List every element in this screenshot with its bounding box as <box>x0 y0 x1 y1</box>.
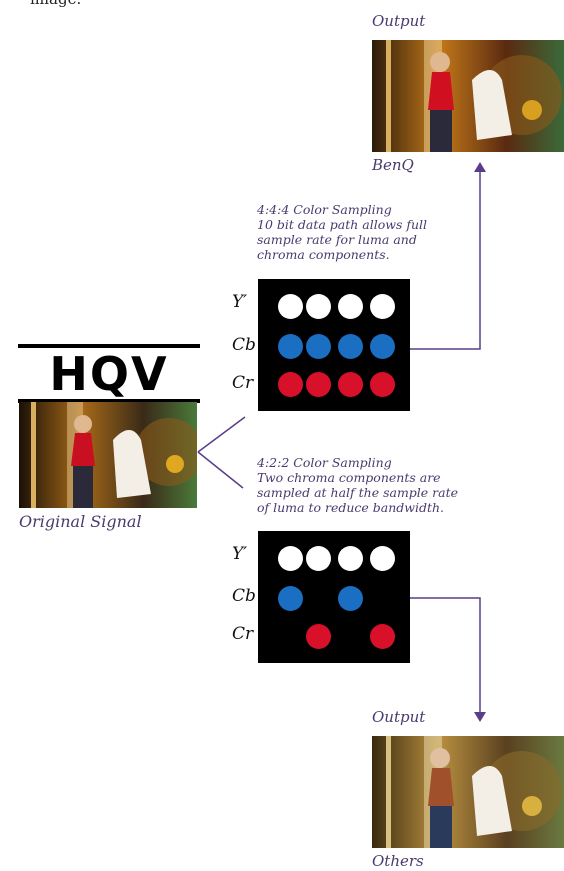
output-top-image <box>372 40 564 152</box>
output-bottom-caption: Others <box>372 852 424 870</box>
top-text-fragment: image. <box>30 0 81 8</box>
row-label-cr: Cr <box>232 373 254 393</box>
luma-sample-dot <box>338 294 363 319</box>
luma-sample-dot <box>306 546 331 571</box>
cb-sample-dot <box>338 334 363 359</box>
luma-sample-dot <box>306 294 331 319</box>
cb-sample-dot <box>278 586 303 611</box>
output-top-caption: BenQ <box>372 156 414 174</box>
arrow-down-icon <box>474 712 486 722</box>
connector-422-to-output <box>410 597 481 712</box>
cb-sample-dot <box>306 334 331 359</box>
cr-sample-dot <box>370 624 395 649</box>
luma-sample-dot <box>370 546 395 571</box>
row-label-y: Y′ <box>232 292 248 312</box>
luma-sample-dot <box>338 546 363 571</box>
sampling-422-panel <box>258 531 410 663</box>
sampling-444-line: chroma components. <box>257 247 390 262</box>
connector-to-422 <box>197 451 244 489</box>
hqv-logo: HQV <box>18 344 200 403</box>
output-bottom-heading: Output <box>372 708 426 726</box>
cr-sample-dot <box>306 624 331 649</box>
sampling-422-line: Two chroma components are <box>257 470 441 485</box>
output-bottom-image <box>372 736 564 848</box>
original-signal-caption: Original Signal <box>19 512 142 531</box>
cr-sample-dot <box>370 372 395 397</box>
luma-sample-dot <box>278 546 303 571</box>
sampling-444-title: 4:4:4 Color Sampling <box>257 202 392 217</box>
sampling-444-line: sample rate for luma and <box>257 232 417 247</box>
luma-sample-dot <box>370 294 395 319</box>
luma-sample-dot <box>278 294 303 319</box>
connector-to-444 <box>197 416 246 453</box>
cb-sample-dot <box>370 334 395 359</box>
cb-sample-dot <box>338 586 363 611</box>
connector-444-to-output <box>410 172 481 350</box>
original-signal-image <box>19 402 197 508</box>
row-label-cb: Cb <box>232 586 256 606</box>
sampling-422-line: sampled at half the sample rate <box>257 485 459 500</box>
sampling-444-description: 4:4:4 Color Sampling 10 bit data path al… <box>257 202 427 262</box>
sampling-444-panel <box>258 279 410 411</box>
output-top-heading: Output <box>372 12 426 30</box>
cr-sample-dot <box>306 372 331 397</box>
row-label-cr: Cr <box>232 624 254 644</box>
cb-sample-dot <box>278 334 303 359</box>
row-label-cb: Cb <box>232 335 256 355</box>
sampling-422-line: of luma to reduce bandwidth. <box>257 500 445 515</box>
cr-sample-dot <box>278 372 303 397</box>
hqv-logo-text: HQV <box>49 347 169 401</box>
sampling-422-description: 4:2:2 Color Sampling Two chroma componen… <box>257 455 458 515</box>
sampling-422-title: 4:2:2 Color Sampling <box>257 455 392 470</box>
arrow-up-icon <box>474 162 486 172</box>
cr-sample-dot <box>338 372 363 397</box>
sampling-444-line: 10 bit data path allows full <box>257 217 428 232</box>
row-label-y: Y′ <box>232 544 248 564</box>
